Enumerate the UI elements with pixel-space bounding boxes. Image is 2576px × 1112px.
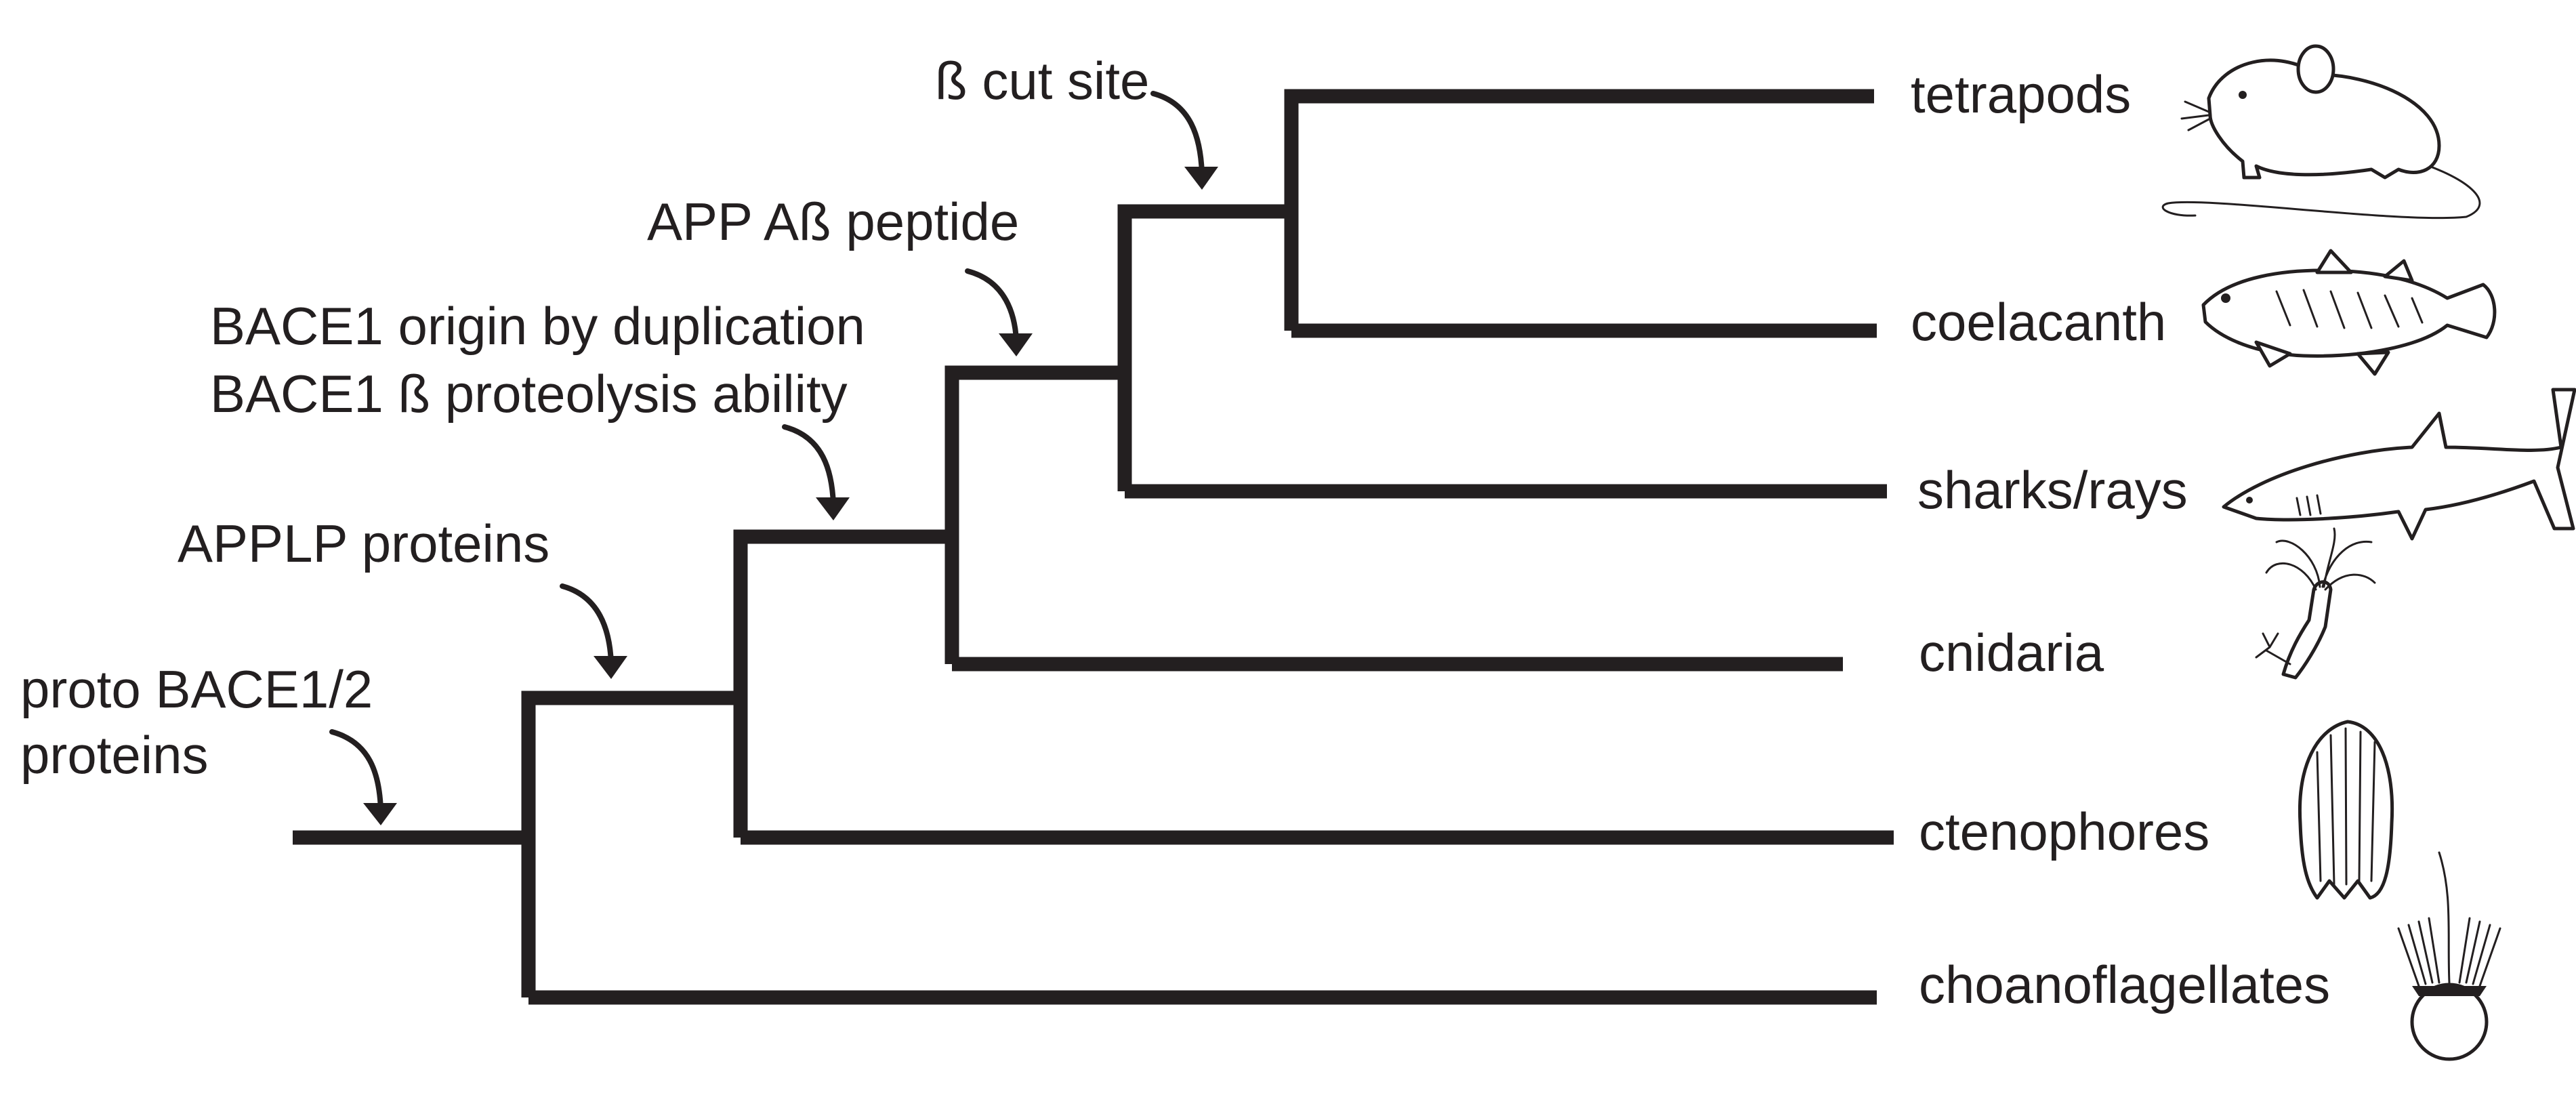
branch-node-4 bbox=[1117, 204, 1291, 491]
arrow-app-abeta bbox=[965, 268, 1033, 356]
annotation-app-abeta: APP Aß peptide bbox=[647, 192, 1020, 251]
annotation-arrows bbox=[329, 91, 1218, 825]
hydra-icon bbox=[2255, 527, 2376, 680]
annotation-bace1-origin: BACE1 origin by duplication bbox=[210, 296, 865, 356]
annotation-bace1-proteolysis: BACE1 ß proteolysis ability bbox=[210, 364, 848, 424]
branch-node-2 bbox=[733, 529, 952, 838]
tree-branches bbox=[293, 89, 1894, 1005]
comb-jelly-icon bbox=[2298, 720, 2394, 900]
coelacanth-icon bbox=[2201, 249, 2497, 376]
shark-icon bbox=[2222, 388, 2576, 541]
branch-node-1 bbox=[521, 691, 741, 997]
taxon-label-choanoflagellates: choanoflagellates bbox=[1919, 955, 2331, 1014]
taxon-label-coelacanth: coelacanth bbox=[1911, 292, 2167, 352]
annotation-proto-bace-line-2: proteins bbox=[20, 725, 209, 785]
arrow-beta-cut-site bbox=[1150, 91, 1218, 190]
taxon-label-cnidaria: cnidaria bbox=[1919, 623, 2104, 682]
annotation-applp-proteins: APPLP proteins bbox=[178, 514, 550, 573]
annotation-beta-cut-site: ß cut site bbox=[935, 51, 1150, 110]
arrow-bace1-origin bbox=[782, 424, 850, 520]
annotation-proto-bace-line-1: proto BACE1/2 bbox=[20, 659, 373, 719]
branch-node-3 bbox=[944, 365, 1125, 664]
taxon-label-tetrapods: tetrapods bbox=[1911, 64, 2132, 124]
branch-node-5 bbox=[1284, 89, 1874, 331]
arrow-applp bbox=[560, 583, 627, 679]
choanoflagellate-icon bbox=[2397, 851, 2501, 1061]
taxon-label-ctenophores: ctenophores bbox=[1919, 802, 2210, 861]
arrow-proto-bace bbox=[329, 729, 397, 825]
taxon-label-sharks-rays: sharks/rays bbox=[1917, 460, 2188, 520]
mouse-icon bbox=[2161, 44, 2481, 220]
